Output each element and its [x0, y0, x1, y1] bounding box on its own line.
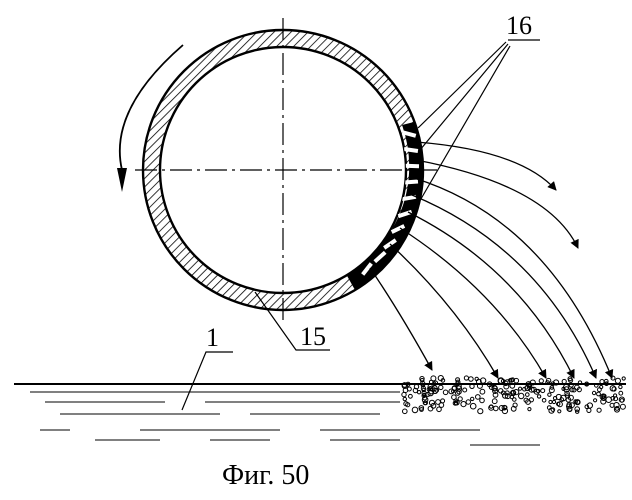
droplet: [471, 397, 474, 400]
droplet: [619, 385, 622, 388]
droplet: [476, 395, 481, 400]
droplet: [443, 390, 448, 395]
droplet: [466, 400, 470, 404]
droplet: [597, 408, 601, 412]
droplet: [439, 403, 444, 408]
droplet: [594, 399, 597, 402]
nozzle-perforations: [346, 121, 426, 290]
droplet: [478, 409, 483, 414]
leader-lines: [182, 40, 540, 410]
droplet: [620, 399, 624, 403]
droplet: [552, 400, 555, 403]
droplet: [429, 400, 434, 405]
droplet-cloud: [402, 376, 626, 414]
droplet: [519, 387, 522, 390]
droplet: [597, 392, 601, 396]
droplet: [439, 385, 443, 389]
droplet: [570, 403, 575, 408]
droplet: [514, 390, 519, 395]
droplet: [587, 408, 591, 412]
droplet: [548, 393, 551, 396]
label-1: 1: [206, 323, 219, 352]
droplet: [598, 388, 602, 392]
droplet: [494, 406, 499, 411]
droplet: [403, 397, 406, 400]
droplet: [620, 404, 625, 409]
droplet: [549, 388, 554, 393]
droplet: [622, 377, 625, 380]
droplet: [606, 397, 612, 403]
droplet: [615, 378, 620, 383]
droplet: [452, 395, 457, 400]
droplet: [470, 403, 476, 409]
droplet: [469, 377, 474, 382]
droplet: [480, 389, 485, 394]
droplet: [558, 410, 561, 413]
figure-caption: Фиг. 50: [222, 460, 309, 491]
label-15: 15: [300, 322, 326, 351]
droplet: [412, 407, 418, 413]
droplet: [592, 391, 595, 394]
droplet: [402, 392, 406, 396]
droplet: [541, 389, 545, 393]
droplet: [601, 399, 606, 404]
droplet: [428, 406, 433, 411]
droplet: [528, 408, 531, 411]
droplet: [526, 393, 530, 397]
droplet: [539, 379, 543, 383]
droplet: [480, 398, 485, 403]
droplet: [549, 400, 552, 403]
centre-lines: [135, 18, 440, 325]
droplet: [464, 376, 468, 380]
droplet: [537, 395, 540, 398]
droplet: [519, 393, 524, 398]
droplet: [409, 394, 413, 398]
droplet: [562, 379, 566, 383]
droplet: [417, 391, 420, 394]
droplet: [529, 398, 533, 402]
droplet: [542, 399, 546, 403]
droplet: [461, 402, 466, 407]
label-16: 16: [506, 11, 532, 40]
droplet: [403, 409, 408, 414]
droplet: [513, 398, 517, 402]
droplet: [619, 391, 623, 395]
droplet: [492, 399, 497, 404]
droplet: [463, 388, 467, 392]
droplet: [458, 397, 462, 401]
droplet: [441, 399, 445, 403]
